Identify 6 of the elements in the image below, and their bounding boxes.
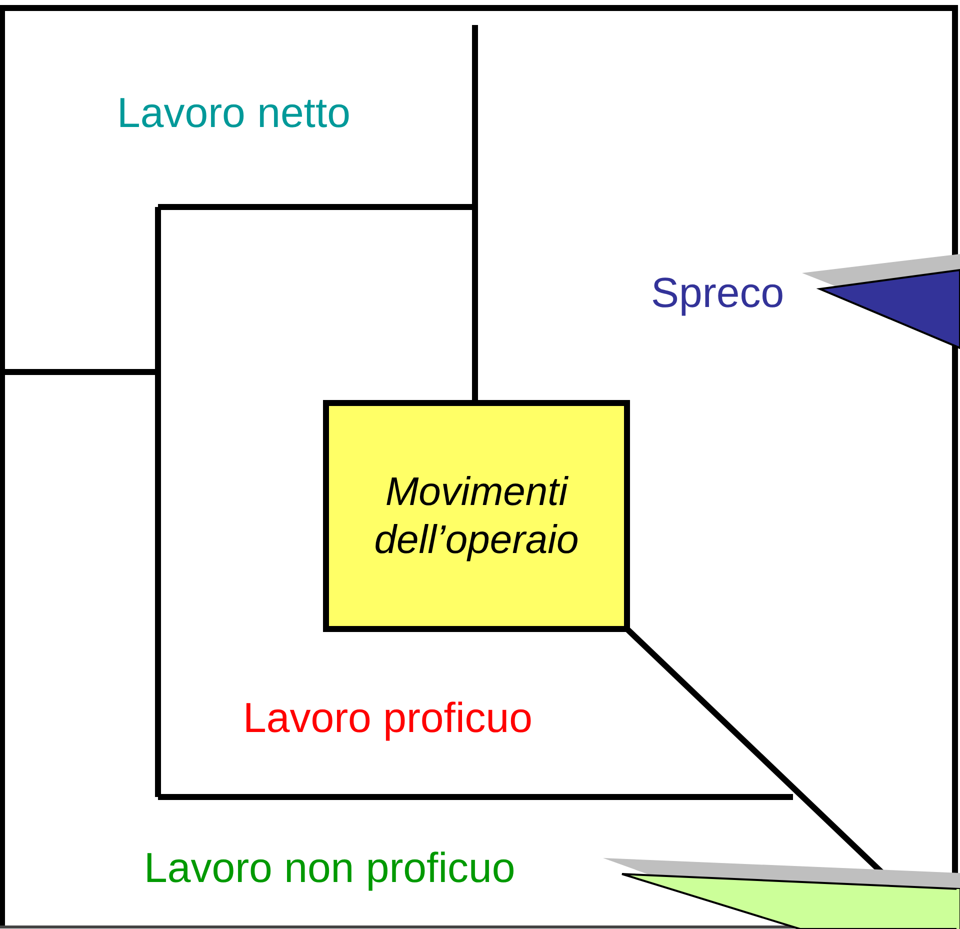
- region-label: Lavoro proficuo: [243, 697, 533, 739]
- region-label: Lavoro non proficuo: [144, 847, 516, 889]
- process-box: [323, 400, 630, 632]
- region-label: Lavoro netto: [117, 92, 351, 134]
- box-label: Movimenti dell’operaio: [373, 469, 580, 564]
- region-label: Spreco: [651, 272, 784, 314]
